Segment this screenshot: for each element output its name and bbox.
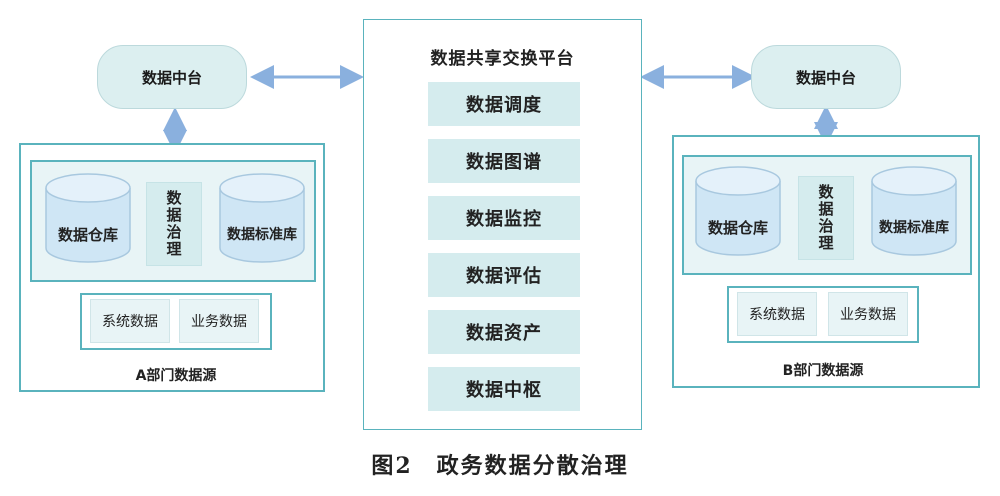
- service-scheduling: 数据调度: [428, 82, 580, 126]
- dept-b-governance: 数据治理: [798, 176, 854, 260]
- dept-a-standard-label: 数据标准库: [227, 227, 297, 243]
- dept-b-governance-label: 数据治理: [816, 184, 835, 252]
- dept-b-warehouse-cylinder: [695, 166, 781, 256]
- dept-a-governance: 数据治理: [146, 182, 202, 266]
- service-assets: 数据资产: [428, 310, 580, 354]
- left-data-hub: 数据中台: [97, 45, 247, 109]
- dept-a-system-data: 系统数据: [90, 299, 170, 343]
- dept-b-label: B部门数据源: [782, 363, 864, 379]
- service-graph: 数据图谱: [428, 139, 580, 183]
- right-data-hub: 数据中台: [751, 45, 901, 109]
- dept-b-system-data: 系统数据: [737, 292, 817, 336]
- dept-a-business-data: 业务数据: [179, 299, 259, 343]
- dept-b-business-data: 业务数据: [828, 292, 908, 336]
- service-monitoring: 数据监控: [428, 196, 580, 240]
- service-evaluation: 数据评估: [428, 253, 580, 297]
- dept-a-standard-cylinder: [219, 173, 305, 263]
- dept-b-warehouse-label: 数据仓库: [707, 219, 768, 237]
- service-hub: 数据中枢: [428, 367, 580, 411]
- platform-title: 数据共享交换平台: [430, 49, 575, 69]
- dept-a-label: A部门数据源: [135, 368, 217, 384]
- dept-b-standard-label: 数据标准库: [879, 220, 949, 236]
- dept-a-warehouse-label: 数据仓库: [57, 226, 118, 244]
- dept-a-governance-label: 数据治理: [164, 190, 183, 258]
- figure-caption: 图2 政务数据分散治理: [371, 453, 629, 479]
- dept-a-warehouse-cylinder: [45, 173, 131, 263]
- dept-b-standard-cylinder: [871, 166, 957, 256]
